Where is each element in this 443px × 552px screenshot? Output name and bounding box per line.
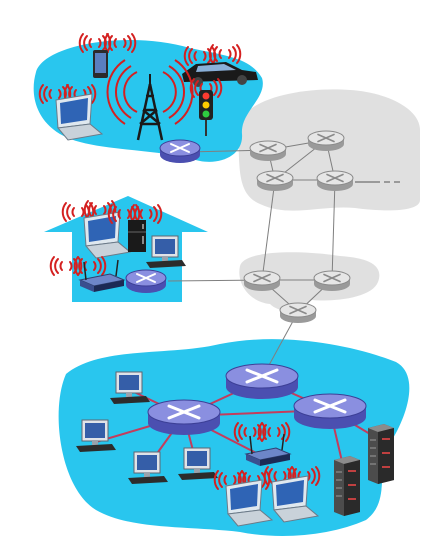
router-icon bbox=[279, 302, 317, 324]
router-icon bbox=[316, 170, 354, 192]
car-icon bbox=[182, 62, 258, 87]
smartphone-icon bbox=[93, 50, 108, 78]
router-icon bbox=[243, 270, 281, 292]
router-icon bbox=[159, 139, 201, 164]
router-icon bbox=[224, 362, 300, 401]
enterprise-network-region bbox=[58, 339, 410, 536]
router-icon bbox=[292, 392, 368, 431]
router-icon bbox=[249, 140, 287, 162]
regional-isp-cloud bbox=[239, 252, 380, 311]
server-icon bbox=[333, 455, 361, 517]
router-icon bbox=[307, 130, 345, 152]
cell-tower-icon bbox=[106, 59, 194, 141]
router-icon bbox=[146, 398, 222, 437]
smart-fridge-icon bbox=[128, 220, 146, 252]
router-icon bbox=[125, 269, 167, 294]
server-icon bbox=[367, 423, 395, 485]
router-icon bbox=[256, 170, 294, 192]
traffic-light-icon bbox=[199, 90, 213, 136]
router-icon bbox=[313, 270, 351, 292]
